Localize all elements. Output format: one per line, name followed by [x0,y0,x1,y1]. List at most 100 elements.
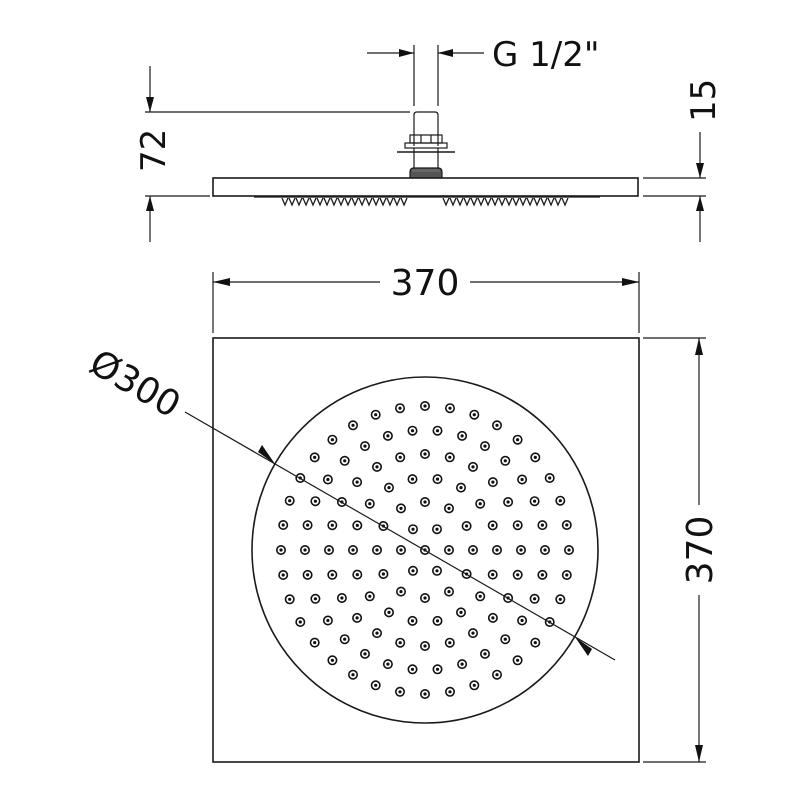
side-nozzle [526,197,534,207]
nozzle-hole [355,573,359,577]
nozzle-hole [471,631,475,635]
nozzle-hole [351,423,355,427]
side-nozzle [477,197,485,207]
nozzle-hole [448,690,452,694]
nozzle-hole [330,438,334,442]
thread-dimension: G 1/2" [367,35,600,75]
nozzle-hole [398,455,402,459]
nozzle-hole [543,548,547,552]
nozzle-hole [313,455,317,459]
nozzle-hole [306,573,310,577]
side-nozzle [344,197,352,207]
nozzle-hole [448,455,452,459]
shower-head-plate-side [212,177,639,197]
nozzle-hole [423,452,427,456]
depth-dimension: 370 [643,337,721,763]
total-height-dimension: 72 [134,66,410,242]
side-nozzle [498,197,506,207]
nozzle-hole [363,444,367,448]
nozzle-hole [423,500,427,504]
top-view: 370 370 Ø300 [83,263,721,763]
spray-face-circle [251,376,599,724]
nozzle-hole [351,673,355,677]
ball-joint-fitting [397,111,455,178]
side-nozzle [470,197,478,207]
nozzle-hole [398,690,402,694]
nozzle-hole [565,523,569,527]
side-nozzle [379,197,387,207]
nozzle-hole [399,590,403,594]
side-nozzle [400,197,408,207]
nozzle-hole [355,480,359,484]
nozzle-hole [368,594,372,598]
nozzle-hole [288,499,292,503]
nozzle-hole [533,597,537,601]
nozzle-hole [478,594,482,598]
nozzle-hole [410,477,415,481]
nozzle-hole [558,499,562,503]
side-nozzle [505,197,513,207]
side-nozzle [491,197,499,207]
nozzle-hole [375,465,379,469]
nozzle-hole [423,404,427,408]
side-nozzle [561,197,569,207]
side-nozzle [309,197,317,207]
nozzle-hole [435,477,440,481]
nozzle-hole [288,597,292,601]
nozzle-hole [375,631,379,635]
nozzle-hole [374,413,378,417]
nozzle-hole [326,618,330,623]
side-nozzle [449,197,457,207]
side-nozzle [393,197,401,207]
nozzle-hole [399,548,403,552]
shower-arm-pipe [413,45,439,106]
side-nozzle [337,197,345,207]
nozzle-hole [483,652,487,656]
nozzle-hole [399,506,403,510]
side-nozzle [330,197,338,207]
nozzle-hole [330,573,334,577]
nozzle-hole [398,406,402,410]
side-nozzle [372,197,380,207]
nozzle-hole [423,692,427,696]
side-nozzle [519,197,527,207]
nozzle-hole [313,499,317,503]
side-nozzle [295,197,303,207]
nozzle-hole [306,523,310,527]
nozzle-hole [460,434,464,438]
diameter-label: Ø300 [83,342,188,426]
nozzle-hole [410,429,415,433]
nozzle-hole [410,619,415,623]
side-nozzle [288,197,296,207]
nozzle-hole [386,434,390,438]
nozzle-hole [423,644,427,648]
side-nozzle [554,197,562,207]
nozzle-hole [340,596,344,600]
nozzle-hole [491,573,495,577]
nozzle-hole [386,662,390,666]
nozzle-hole [435,429,440,433]
nozzle-hole [447,548,451,552]
thread-size-label: G 1/2" [492,35,600,75]
nozzle-hole [483,444,487,448]
nozzle-hole [495,548,499,552]
nozzle-hole [281,573,285,577]
nozzle-hole [491,523,495,528]
nozzle-hole [503,459,507,463]
nozzle-hole [516,573,520,577]
side-nozzle [316,197,324,207]
nozzle-hole [471,548,475,552]
nozzle-hole [368,502,372,506]
nozzle-hole [398,641,402,645]
nozzle-hole [435,619,440,623]
nozzle-hole [326,477,330,482]
nozzle-hole [520,477,524,482]
nozzle-hole [313,641,317,645]
nozzle-hole [343,459,347,463]
plate-thickness-label: 15 [684,79,724,122]
nozzle-hole [558,597,562,601]
side-nozzle [484,197,492,207]
width-dimension: 370 [212,263,640,333]
side-nozzle [442,197,450,207]
nozzle-hole [374,683,378,687]
